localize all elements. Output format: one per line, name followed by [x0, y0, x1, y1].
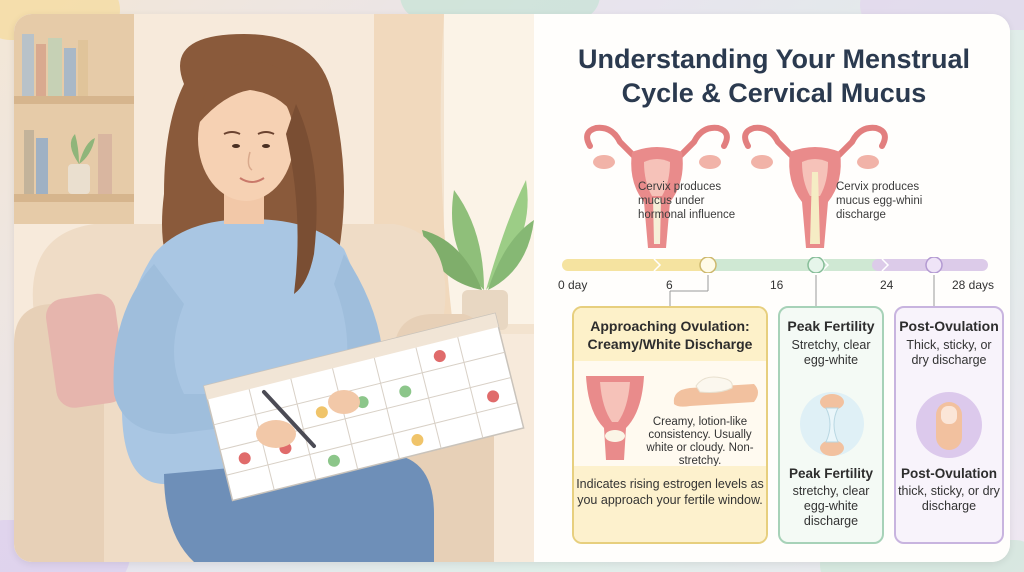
card-title: Peak Fertility	[787, 318, 875, 334]
infographic-frame: Understanding Your Menstrual Cycle & Cer…	[14, 14, 1010, 562]
card-bottom-title: Peak Fertility	[788, 466, 874, 481]
card-subtitle: Stretchy, clear egg-white	[791, 338, 871, 367]
finger-cream-icon	[673, 376, 758, 407]
cycle-timeline	[562, 257, 988, 273]
timeline-tick: 0 day	[558, 278, 588, 292]
card-bottom-title: Post-Ovulation	[900, 466, 997, 481]
timeline-tick: 24	[880, 278, 894, 292]
timeline-tick: 6	[666, 278, 673, 292]
info-panel: Understanding Your Menstrual Cycle & Cer…	[534, 14, 1010, 562]
card-note: Creamy, lotion-like consistency. Usually…	[646, 416, 754, 467]
card-title: Approaching Ovulation: Creamy/White Disc…	[574, 308, 766, 361]
timeline-marker-post	[925, 257, 943, 273]
timeline-marker-peak	[807, 257, 825, 273]
card-post-ovulation: Post-Ovulation Thick, sticky, or dry dis…	[894, 306, 1004, 544]
card-approaching-ovulation: Approaching Ovulation: Creamy/White Disc…	[572, 306, 768, 544]
stretchy-mucus-icon	[800, 392, 864, 456]
anatomy-label-left: Cervix produces mucus under hormonal inf…	[638, 180, 735, 222]
uterus-diagram-right	[742, 124, 888, 248]
uterus-diagram-left	[584, 124, 730, 248]
woman-tracking-cycle-illustration	[14, 14, 534, 562]
dry-finger-icon	[916, 392, 982, 458]
timeline-marker-approaching	[699, 257, 717, 273]
card-subtitle: Thick, sticky, or dry discharge	[906, 338, 992, 367]
cervix-creamy-icon	[586, 376, 644, 460]
woman-illustration	[14, 14, 534, 562]
timeline-tick: 28 days	[952, 278, 995, 292]
card-bottom-subtitle: thick, sticky, or dry discharge	[898, 484, 1000, 513]
connector-lines	[669, 275, 935, 306]
timeline-tick: 16	[770, 278, 784, 292]
anatomy-label-line: mucus under	[638, 195, 705, 207]
anatomy-label-line: Cervix produces	[836, 181, 920, 193]
card-peak-fertility: Peak Fertility Stretchy, clear egg-white…	[778, 306, 884, 544]
anatomy-label-line: discharge	[836, 209, 886, 221]
anatomy-label-line: Cervix produces	[638, 181, 722, 193]
anatomy-label-line: mucus egg-whini	[836, 195, 923, 207]
anatomy-label-right: Cervix produces mucus egg-whini discharg…	[836, 180, 922, 222]
title-line-1: Understanding Your Menstrual	[577, 44, 971, 74]
page-title: Understanding Your Menstrual Cycle & Cer…	[544, 42, 1004, 110]
title-line-2: Cycle & Cervical Mucus	[621, 78, 927, 108]
anatomy-label-line: hormonal influence	[638, 209, 736, 221]
card-bottom-text: Indicates rising estrogen levels as you …	[574, 466, 766, 542]
card-bottom-subtitle: stretchy, clear egg-white discharge	[792, 484, 870, 528]
card-title: Post-Ovulation	[899, 318, 999, 334]
